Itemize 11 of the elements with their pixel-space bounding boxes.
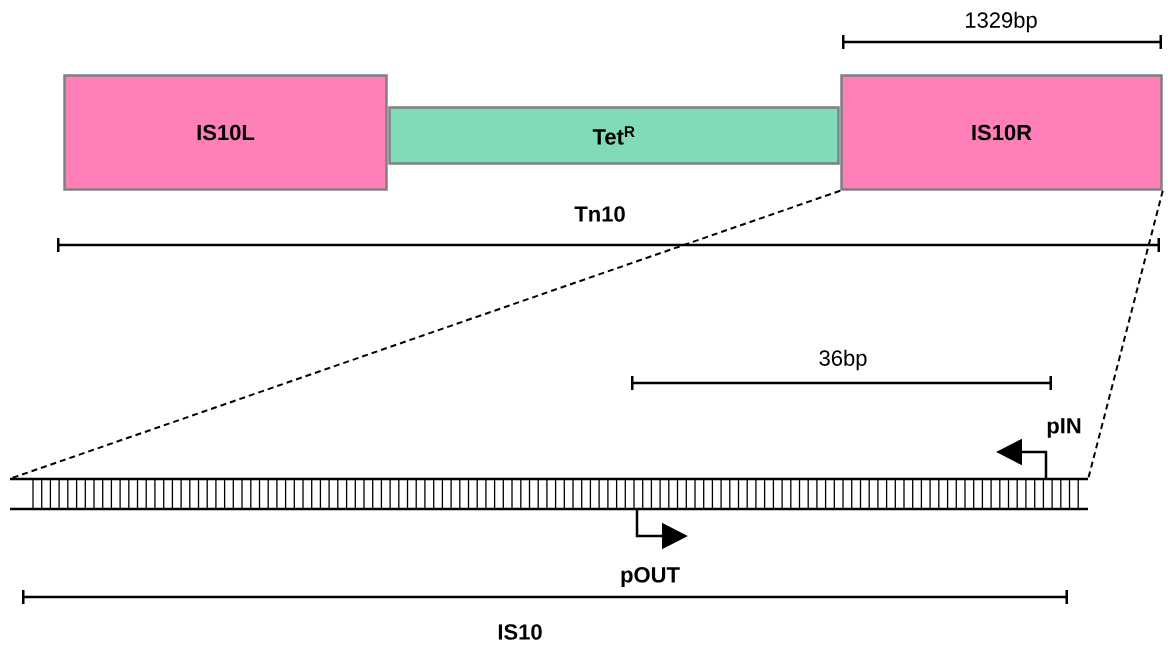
gene-bar: Tet$^{R}$ [388, 106, 840, 165]
dimension-label: 1329bp [966, 11, 1037, 33]
gene-box: IS10L [63, 74, 388, 191]
dimension-label: 36bp [819, 349, 867, 371]
dimension-label: IS10 [498, 624, 542, 640]
promoter-label: pOUT [621, 567, 680, 587]
dimension-label: Tn10 [574, 206, 625, 222]
gene-box: IS10R [840, 74, 1163, 191]
dashed-line [1087, 189, 1164, 480]
promoter-label: pIN [1047, 418, 1081, 438]
dna-double-strand-drawing [10, 477, 1088, 511]
